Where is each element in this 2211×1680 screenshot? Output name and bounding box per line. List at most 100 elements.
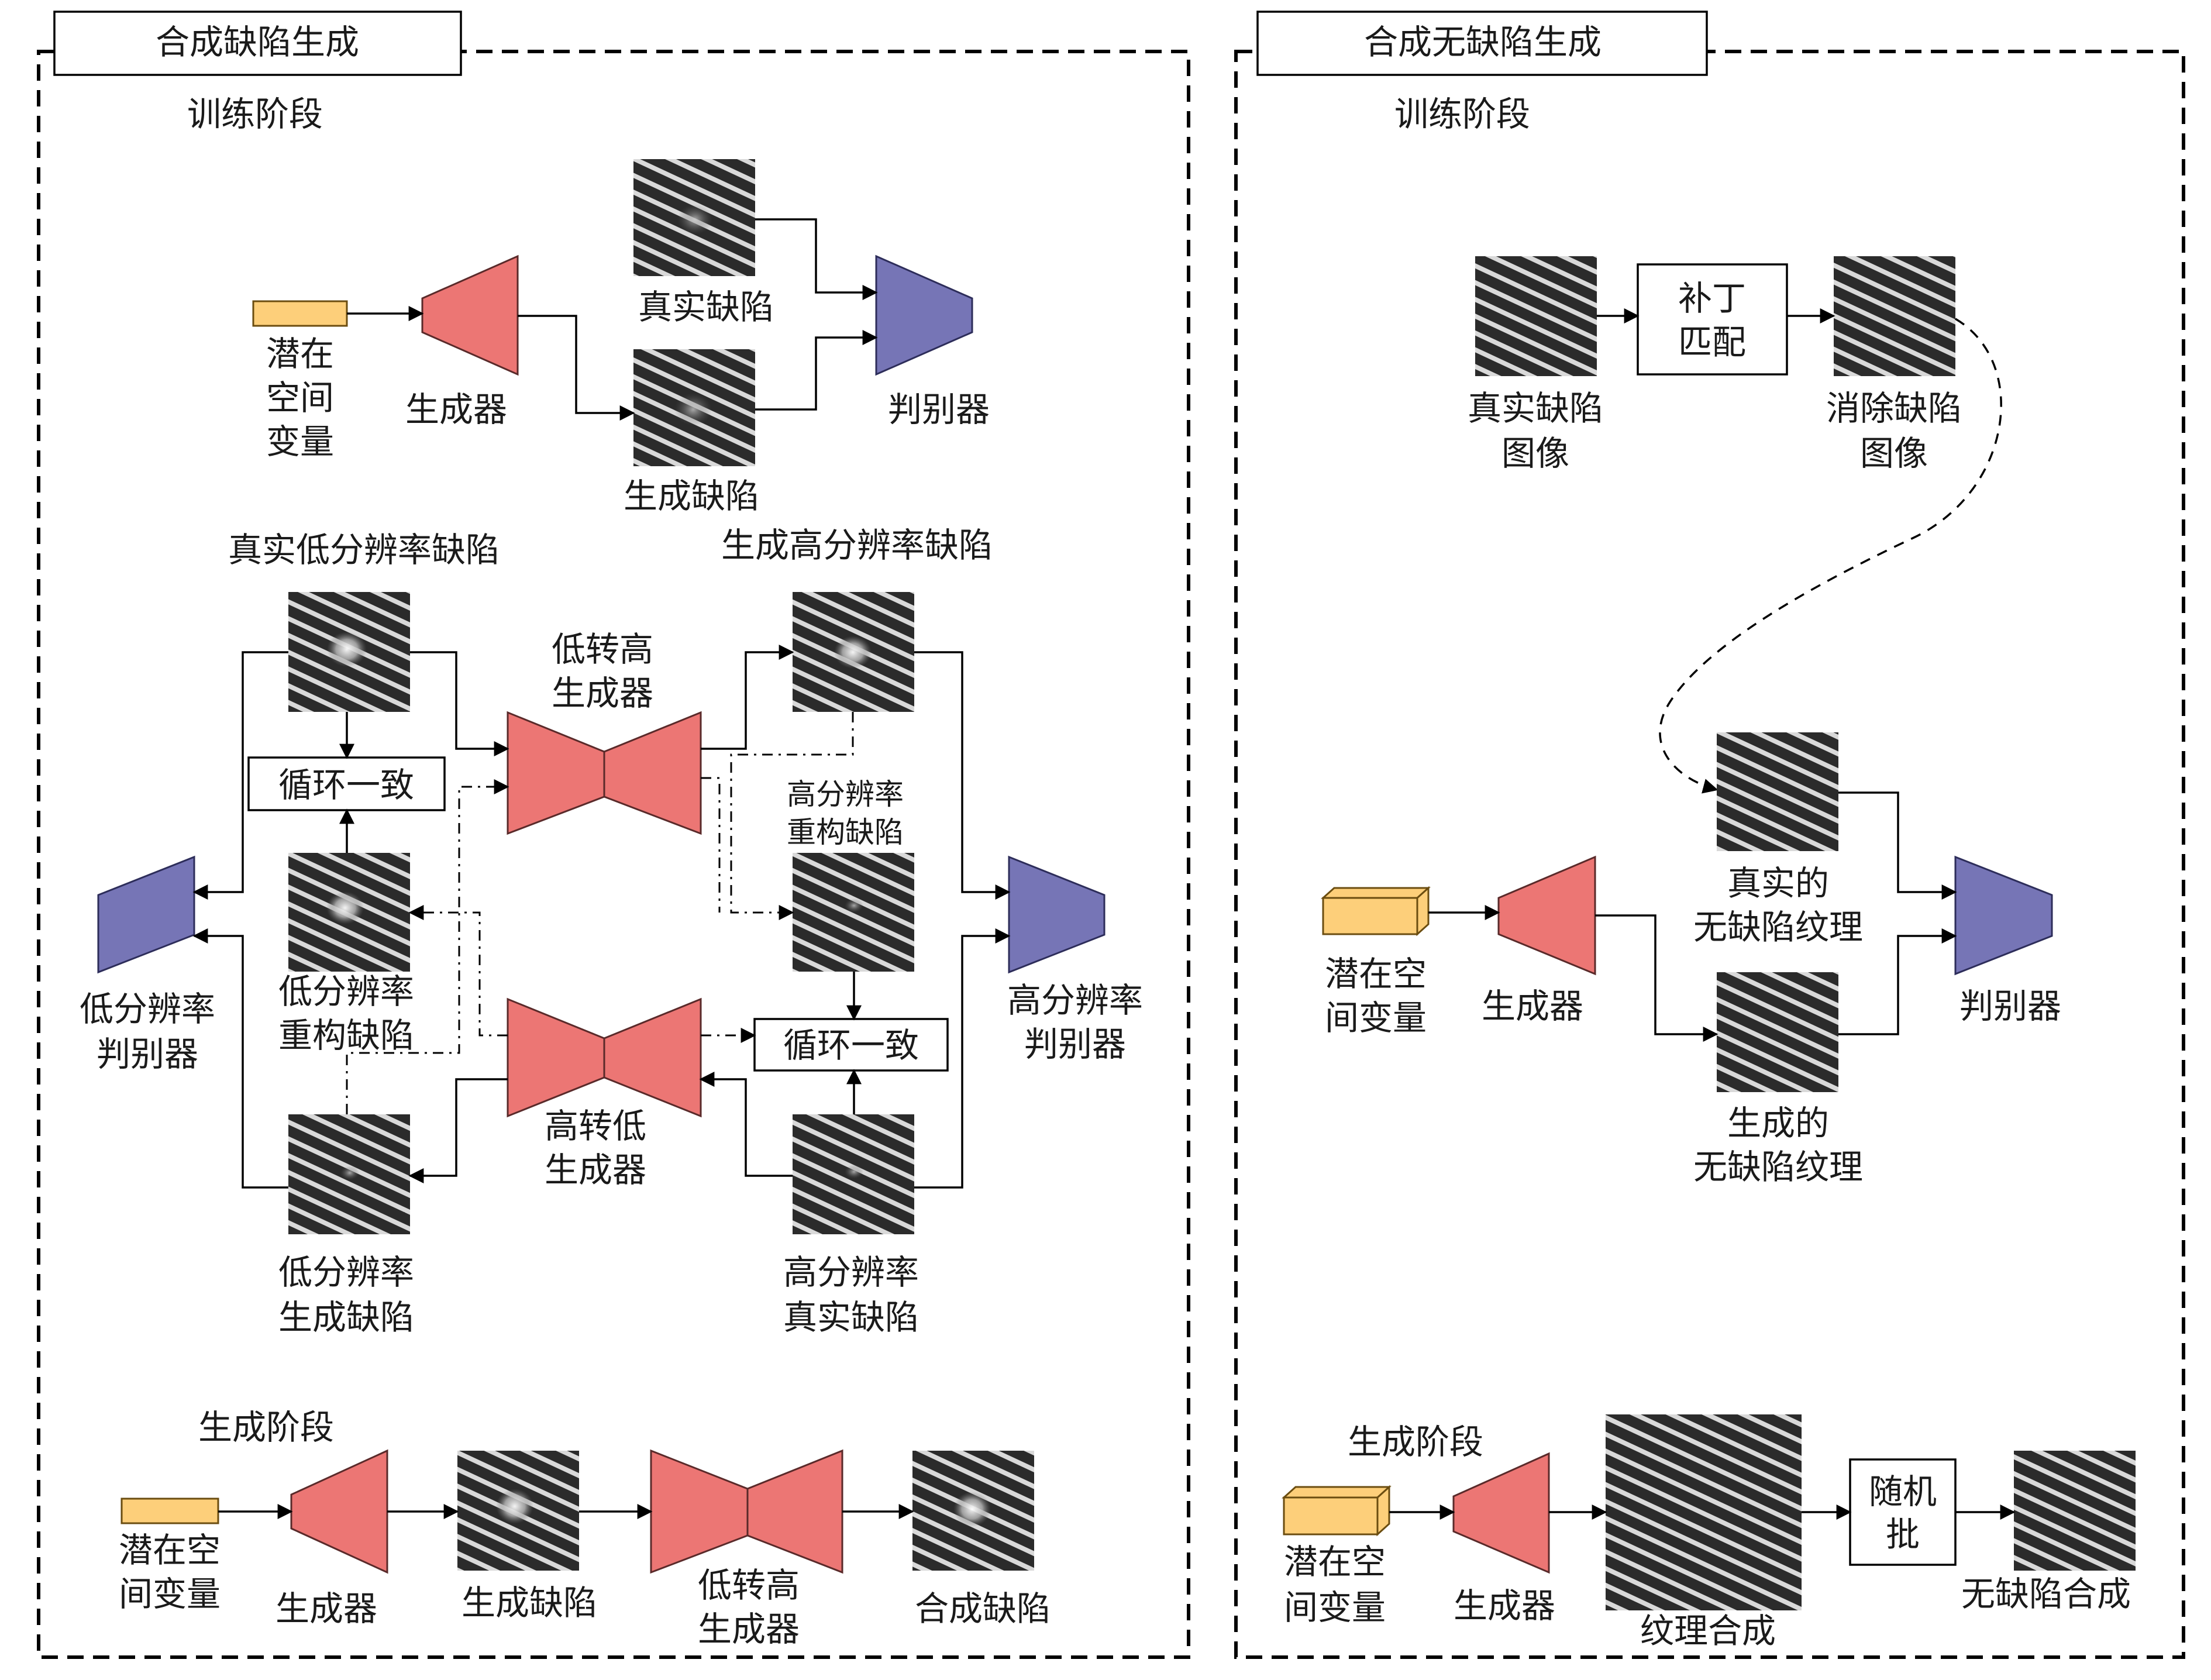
discriminator-shape	[875, 254, 973, 376]
gen-high-res-title: 生成高分辨率缺陷	[721, 525, 993, 565]
dash-low-gen-to-l2h	[346, 779, 509, 1114]
real-low-res-title: 真实低分辨率缺陷	[228, 530, 500, 570]
latent-label-line2: 空间	[266, 378, 334, 418]
arrow-right-generator-to-gen-texture	[1595, 914, 1718, 1042]
patch-real-label-line1: 真实缺陷	[1468, 388, 1603, 428]
low-recon-label-line2: 重构缺陷	[278, 1015, 414, 1055]
latent-label-line1: 潜在	[266, 334, 334, 374]
cycle-consistency-label-right: 循环一致	[783, 1025, 919, 1065]
gen-high-res-spot	[834, 636, 872, 669]
right-panel: 合成无缺陷生成 训练阶段 真实缺陷 图像 补丁 匹配 消除缺陷 图像 真实的 无…	[1234, 11, 2185, 1659]
cycle-consistency-box-left	[247, 756, 446, 811]
latent-vector-block	[252, 300, 348, 327]
cycle-consistency-box-right	[753, 1018, 949, 1072]
arrow-fake-to-discriminator	[755, 330, 878, 411]
gen-texture-label-line2: 无缺陷纹理	[1693, 1147, 1863, 1187]
discriminator-label: 判别器	[888, 390, 990, 429]
arrow-real-low-to-low-disc	[192, 651, 288, 900]
high-real-label-line2: 真实缺陷	[783, 1297, 919, 1337]
real-texture-image	[1717, 732, 1838, 851]
high-res-discriminator-shape	[1008, 855, 1106, 974]
low-res-disc-label-line1: 低分辨率	[80, 989, 215, 1029]
high-to-low-label-line1: 高转低	[545, 1106, 646, 1146]
high-recon-label-line2: 重构缺陷	[787, 815, 904, 849]
arrow-high-real-to-high-disc	[914, 928, 1011, 1189]
high-res-recon-spot	[845, 898, 863, 913]
generated-defect-label: 生成缺陷	[624, 476, 759, 516]
right-latent-label-line1: 潜在空	[1325, 954, 1427, 994]
right-gen-stage-generator-label: 生成器	[1454, 1586, 1555, 1626]
synth-defect-label: 合成缺陷	[915, 1589, 1051, 1629]
real-texture-label-line2: 无缺陷纹理	[1693, 907, 1863, 947]
left-generation-stage-label: 生成阶段	[198, 1407, 334, 1447]
low-to-high-label-line1: 低转高	[552, 629, 653, 669]
arrow-gen-high-to-high-disc	[914, 651, 1011, 900]
right-latent-top	[1321, 887, 1431, 899]
synth-defect-spot	[953, 1492, 991, 1527]
gen-texture-label-line1: 生成的	[1727, 1103, 1829, 1143]
real-low-res-spot	[327, 632, 367, 667]
right-discriminator-shape	[1954, 855, 2053, 976]
gen-stage-defect-spot	[496, 1489, 533, 1524]
high-recon-label-line1: 高分辨率	[787, 777, 904, 811]
arrow-real-texture-to-disc	[1838, 791, 1957, 900]
gen-latent-label-line2: 间变量	[119, 1574, 221, 1614]
gen-texture-image	[1717, 972, 1838, 1092]
low-gen-label-line2: 生成缺陷	[278, 1297, 414, 1337]
arrow-generator-to-fake	[518, 315, 635, 421]
real-defect-spot	[677, 204, 712, 235]
gen-stage-defect-label: 生成缺陷	[462, 1583, 597, 1623]
arrow-l2h-to-gen-high	[701, 645, 794, 750]
patch-real-image	[1475, 256, 1597, 376]
left-panel-frame	[37, 50, 1190, 1659]
random-batch-label-line1: 随机	[1869, 1472, 1937, 1512]
arrow-high-real-to-h2l	[699, 1072, 793, 1177]
right-latent-label-line2: 间变量	[1325, 998, 1427, 1038]
generator-shape	[421, 254, 519, 376]
right-training-stage-label: 训练阶段	[1394, 94, 1530, 134]
patch-real-label-line2: 图像	[1501, 433, 1569, 473]
right-discriminator-label: 判别器	[1959, 986, 2061, 1026]
dash-l2h-branch	[701, 777, 721, 913]
dashed-flow-to-real-texture	[1659, 318, 2002, 794]
generated-defect-spot	[674, 393, 712, 426]
right-generation-stage-label: 生成阶段	[1348, 1422, 1483, 1462]
cycle-consistency-label-left: 循环一致	[278, 765, 414, 805]
right-gen-latent-label-line2: 间变量	[1284, 1588, 1386, 1627]
arrow-gen-texture-to-disc	[1838, 928, 1957, 1035]
texture-synthesis-label: 纹理合成	[1640, 1611, 1776, 1651]
arrow-h2l-to-low-gen	[408, 1078, 508, 1183]
low-res-recon-spot	[326, 891, 364, 924]
low-res-disc-label-line2: 判别器	[97, 1034, 198, 1074]
left-panel-title-box	[53, 11, 462, 76]
patch-removed-label-line2: 图像	[1860, 433, 1928, 473]
low-gen-label-line1: 低分辨率	[278, 1252, 414, 1292]
defect-free-synth-image	[2014, 1451, 2136, 1571]
patch-removed-image	[1834, 256, 1955, 376]
generator-label: 生成器	[405, 390, 507, 429]
low-recon-label-line1: 低分辨率	[278, 972, 414, 1011]
low-res-gen-spot	[340, 1166, 359, 1180]
patch-match-label-line2: 匹配	[1678, 322, 1746, 362]
gen-stage-l2h-label-line2: 生成器	[698, 1609, 800, 1649]
gen-stage-generator-shape	[290, 1449, 388, 1574]
arrow-real-low-to-l2h	[410, 651, 509, 756]
right-panel-title: 合成无缺陷生成	[1364, 22, 1602, 62]
gen-latent-label-line1: 潜在空	[119, 1530, 221, 1570]
high-res-disc-label-line1: 高分辨率	[1007, 980, 1143, 1020]
right-gen-stage-generator-shape	[1452, 1452, 1550, 1574]
low-to-high-label-line2: 生成器	[552, 673, 653, 713]
gen-latent-block	[120, 1497, 219, 1524]
gen-stage-generator-label: 生成器	[275, 1589, 377, 1629]
right-generator-shape	[1497, 855, 1596, 976]
high-res-real-spot	[845, 1165, 863, 1179]
right-gen-latent-front	[1283, 1496, 1379, 1536]
right-gen-latent-label-line1: 潜在空	[1284, 1542, 1386, 1582]
right-gen-latent-top	[1282, 1486, 1392, 1499]
high-real-label-line1: 高分辨率	[783, 1252, 919, 1292]
texture-synthesis-image	[1606, 1414, 1802, 1610]
patch-removed-label-line1: 消除缺陷	[1826, 388, 1962, 428]
arrow-real-to-discriminator	[755, 218, 878, 300]
real-defect-label: 真实缺陷	[638, 287, 774, 327]
